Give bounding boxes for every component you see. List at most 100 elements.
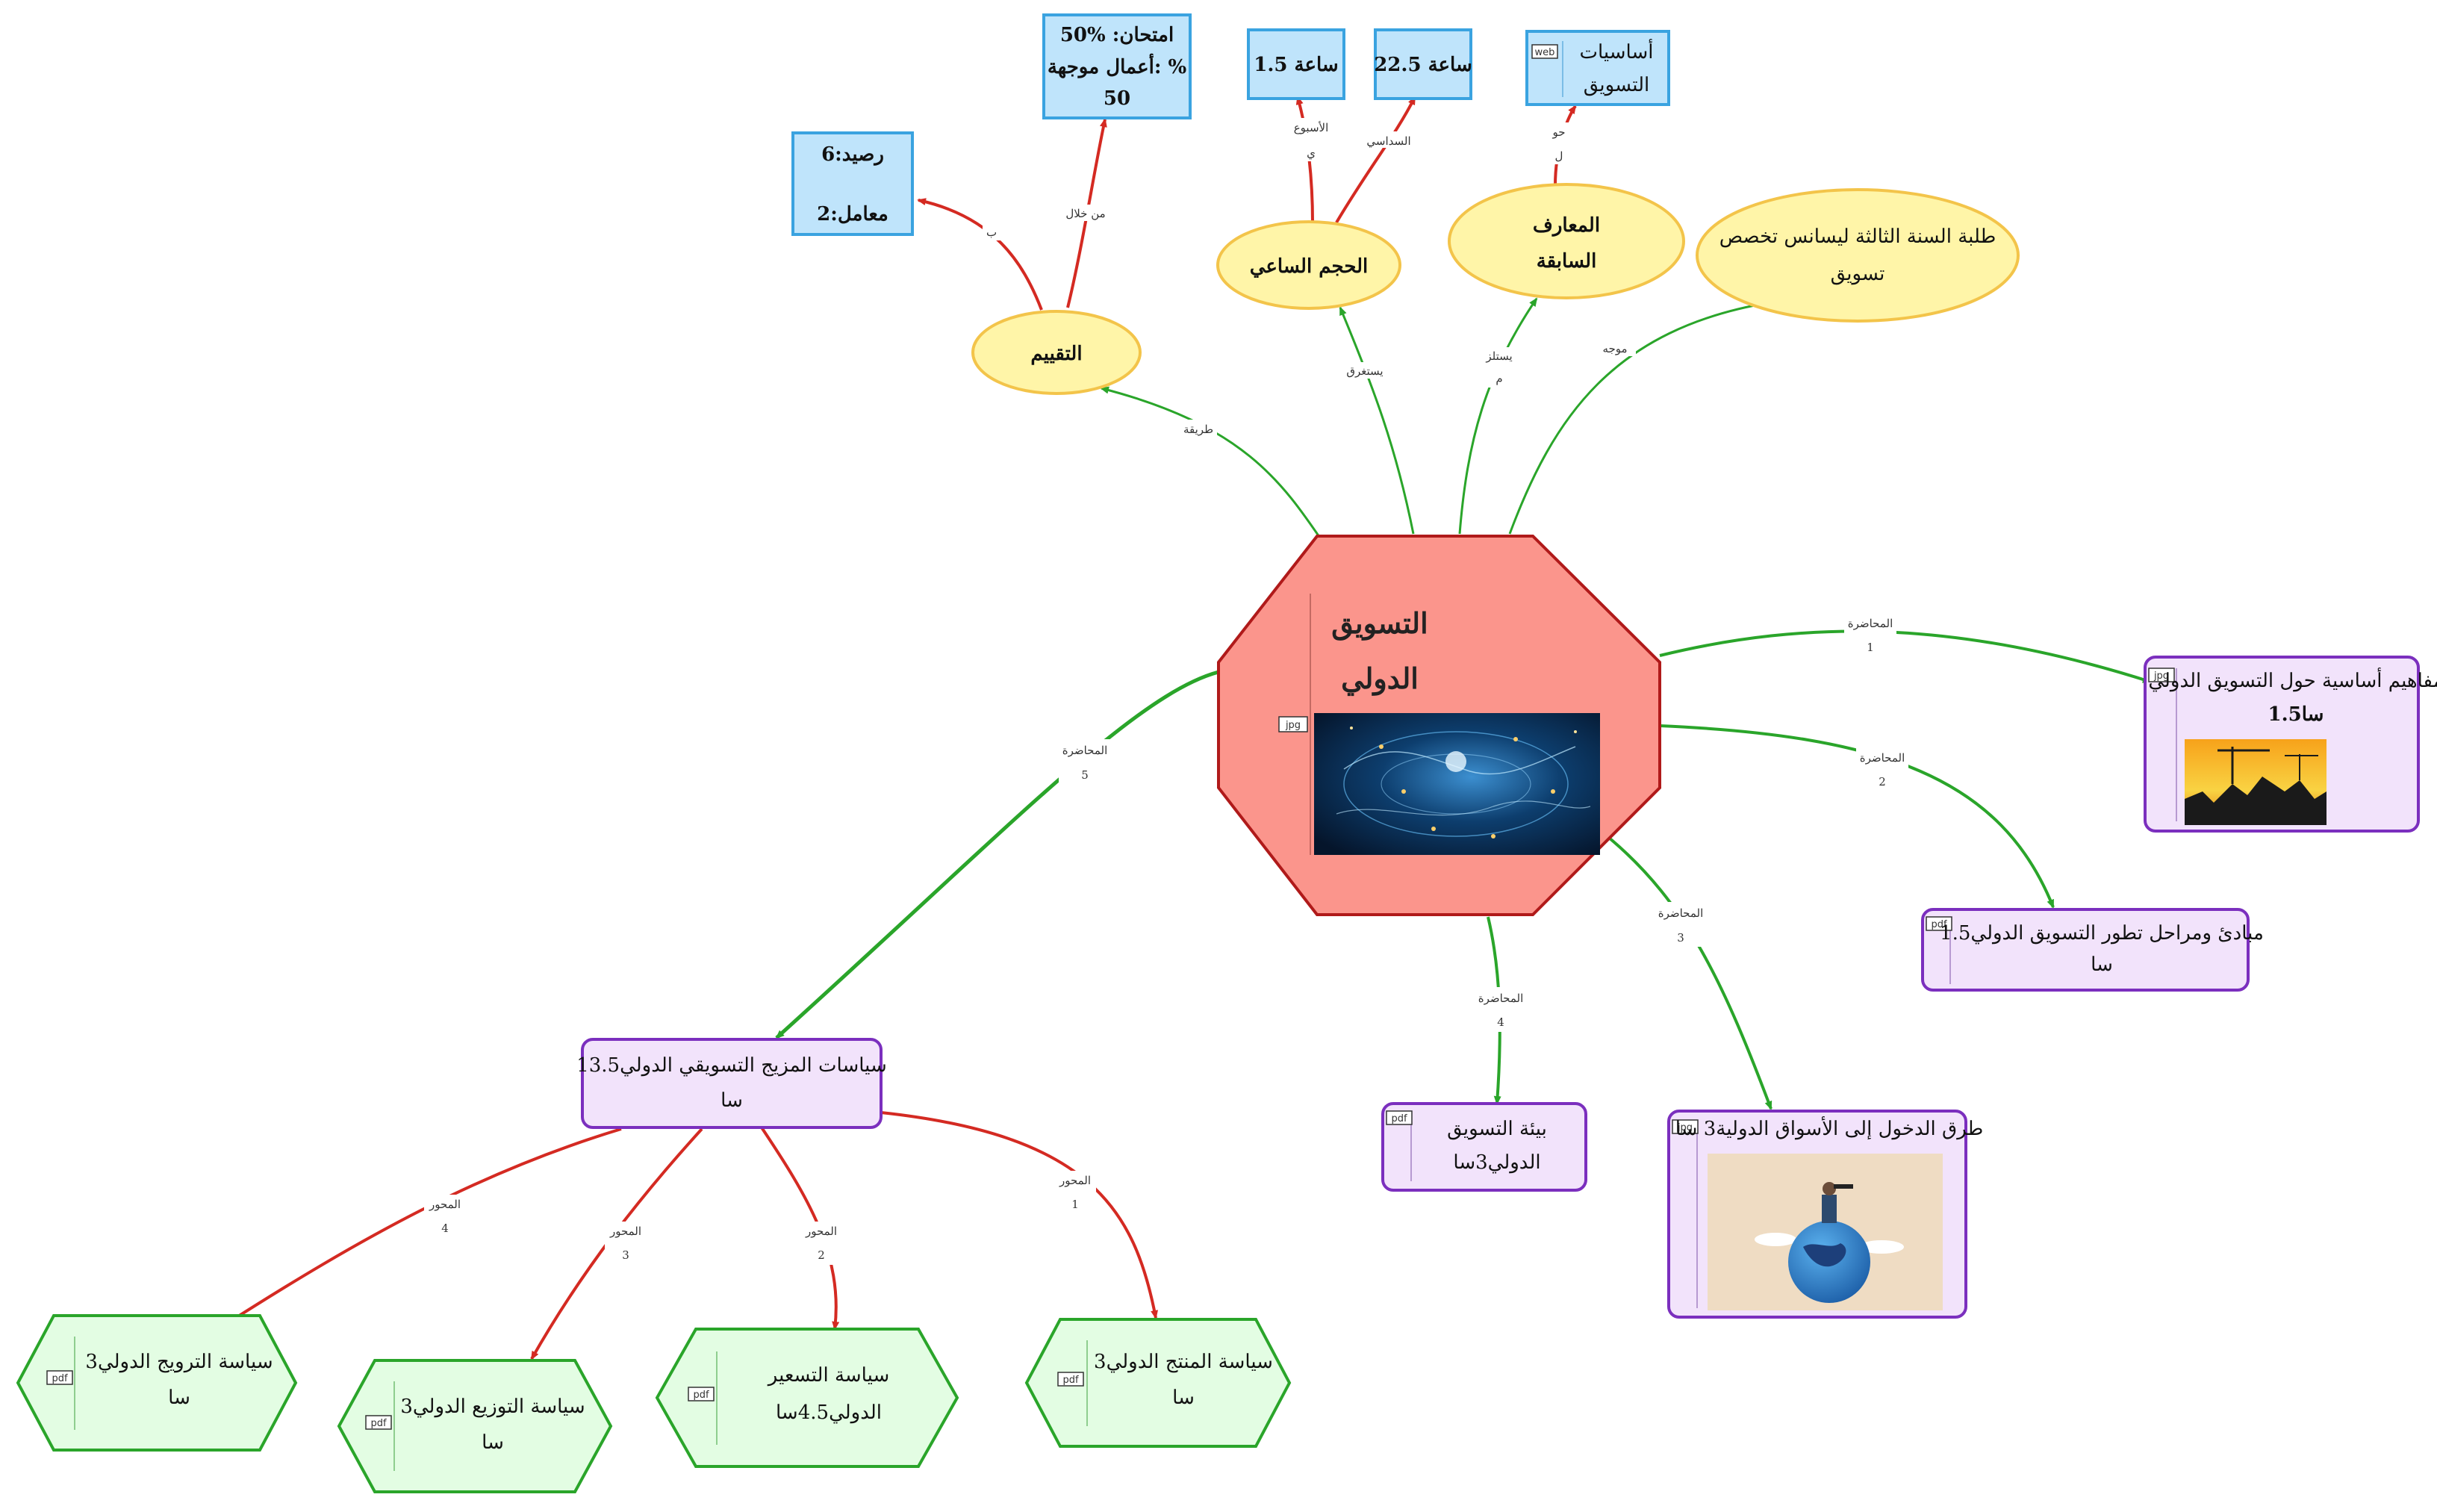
node-exam[interactable]: امتحان: %50 أعمال موجهة: % 50	[1042, 13, 1192, 119]
node-lecture5-line1: سياسات المزيج التسويقي الدولي13.5	[576, 1054, 887, 1077]
node-hours-label: الحجم الساعي	[1250, 255, 1369, 278]
node-lecture4-line2: الدولي3سا	[1453, 1151, 1540, 1174]
node-lecture5-line2: سا	[720, 1089, 743, 1112]
svg-text:pdf: pdf	[52, 1373, 68, 1384]
center-node[interactable]: التسويق الدولي jpg	[1217, 535, 1661, 916]
node-evaluation[interactable]: التقييم	[971, 310, 1142, 395]
node-weekly-label: ساعة 1.5	[1254, 54, 1338, 76]
node-lecture1[interactable]: jpg مفاهيم أساسية حول التسويق الدولي 1.5…	[2144, 656, 2437, 833]
edge-center-evaluation	[1100, 386, 1329, 550]
node-lecture3[interactable]: jpg طرق الدخول إلى الأسواق الدولية3 سا	[1667, 1110, 1984, 1319]
node-lecture2[interactable]: pdf مبادئ ومراحل تطور التسويق الدولي1.5 …	[1921, 908, 2264, 992]
edge-center-lecture2	[1659, 724, 2055, 909]
axis3-tag[interactable]	[365, 1415, 392, 1430]
edge-label-lecture1-2: 1	[1867, 641, 1874, 654]
node-weekly[interactable]: ساعة 1.5	[1247, 28, 1345, 100]
node-audience-line1: طلبة السنة الثالثة ليسانس تخصص	[1719, 225, 1996, 248]
node-lecture3-line1: طرق الدخول إلى الأسواق الدولية3 سا	[1675, 1116, 1984, 1140]
edge-labels: طريقة يستغرق يستلز م موجه من خلال ب الأس…	[424, 118, 1908, 1265]
edge-center-prior	[1458, 297, 1538, 535]
node-axis1-line1: سياسة المنتج الدولي3	[1094, 1351, 1273, 1373]
center-title-line1: التسويق	[1331, 606, 1428, 641]
svg-text:pdf: pdf	[1931, 919, 1947, 930]
node-axis1[interactable]: pdf سياسة المنتج الدولي3 سا	[1024, 1318, 1292, 1448]
node-axis3-line1: سياسة التوزيع الدولي3	[400, 1396, 585, 1418]
edge-label-b: ب	[986, 225, 997, 239]
edge-label-lecture3-2: 3	[1677, 931, 1684, 945]
node-credits[interactable]: رصيد:6 معامل:2	[791, 131, 914, 236]
node-axis2[interactable]: pdf سياسة التسعير الدولي4.5سا	[655, 1328, 959, 1468]
svg-text:pdf: pdf	[1062, 1375, 1079, 1386]
edge-lecture5-axis4	[222, 1127, 622, 1327]
node-credits-line1: رصيد:6	[821, 143, 884, 166]
edge-label-axis4-2: 4	[441, 1222, 449, 1235]
lecture4-tag[interactable]	[1386, 1110, 1413, 1125]
node-semester-label: ساعة 22.5	[1374, 54, 1472, 76]
node-lecture2-line2: سا	[2091, 953, 2113, 976]
edge-label-lecture4-1: المحاضرة	[1478, 992, 1524, 1005]
node-prior-line2: السابقة	[1537, 250, 1597, 273]
center-title-line2: الدولي	[1341, 662, 1419, 696]
axis4-tag[interactable]	[46, 1370, 73, 1385]
node-lecture2-line1: مبادئ ومراحل تطور التسويق الدولي1.5	[1940, 922, 2264, 945]
edge-label-axis1-1: المحور	[1059, 1174, 1091, 1187]
edge-label-axis1-2: 1	[1071, 1198, 1079, 1211]
node-audience[interactable]: طلبة السنة الثالثة ليسانس تخصص تسويق	[1696, 188, 2020, 323]
svg-text:jpg: jpg	[1285, 720, 1301, 731]
edge-label-weekly-2: ي	[1307, 146, 1316, 160]
edge-label-semester: السداسي	[1366, 134, 1410, 148]
axis2-tag[interactable]	[688, 1387, 715, 1401]
node-basics[interactable]: web أساسيات التسويق	[1525, 30, 1670, 106]
lecture2-tag[interactable]	[1926, 916, 1952, 931]
edge-label-lecture5-1: المحاضرة	[1062, 744, 1108, 757]
node-prior-line1: المعارف	[1533, 214, 1600, 237]
svg-text:pdf: pdf	[1391, 1113, 1407, 1124]
edge-label-requires-2: م	[1495, 372, 1502, 385]
node-axis4[interactable]: pdf سياسة الترويج الدولي3 سا	[16, 1314, 298, 1452]
lecture1-tag[interactable]	[2148, 668, 2175, 682]
node-axis3-line2: سا	[482, 1431, 504, 1454]
node-axis4-line2: سا	[168, 1387, 190, 1409]
edge-label-axis4-1: المحور	[429, 1198, 461, 1211]
lecture3-tag[interactable]	[1672, 1119, 1699, 1134]
svg-text:pdf: pdf	[370, 1418, 387, 1429]
attachment-tag[interactable]: jpg	[1278, 716, 1308, 732]
node-prior[interactable]: المعارف السابقة	[1448, 183, 1685, 299]
edge-label-axis3-2: 3	[622, 1248, 629, 1262]
node-lecture4[interactable]: pdf بيئة التسويق الدولي3سا	[1381, 1102, 1587, 1192]
edge-center-lecture1	[1659, 629, 2152, 683]
node-basics-line1: أساسيات	[1580, 38, 1654, 63]
edge-label-consumes: يستغرق	[1346, 364, 1383, 378]
node-exam-line1: امتحان: %50	[1060, 24, 1174, 46]
edge-label-lecture3-1: المحاضرة	[1658, 906, 1704, 920]
node-semester[interactable]: ساعة 22.5	[1374, 28, 1472, 100]
edge-label-method: طريقة	[1183, 423, 1213, 436]
node-exam-line2: أعمال موجهة: %	[1048, 53, 1187, 78]
node-evaluation-label: التقييم	[1030, 343, 1082, 365]
axis1-tag[interactable]	[1057, 1372, 1084, 1387]
basics-tag[interactable]	[1531, 44, 1558, 59]
edge-center-lecture3	[1607, 836, 1772, 1110]
node-axis3[interactable]: pdf سياسة التوزيع الدولي3 سا	[337, 1359, 613, 1493]
node-exam-line3: 50	[1104, 87, 1130, 110]
node-hours[interactable]: الحجم الساعي	[1216, 220, 1401, 310]
edge-label-lecture5-2: 5	[1081, 768, 1089, 782]
edge-hours-semester	[1335, 96, 1416, 224]
edge-evaluation-credits	[917, 198, 1043, 311]
node-lecture1-line2: 1.5سا	[2268, 703, 2324, 726]
node-basics-line2: التسويق	[1584, 74, 1650, 96]
edge-center-lecture5	[775, 670, 1219, 1039]
edge-label-requires-1: يستلز	[1485, 349, 1512, 363]
edge-label-directed: موجه	[1602, 342, 1627, 355]
node-credits-line2: معامل:2	[817, 203, 888, 225]
node-axis2-line1: سياسة التسعير	[767, 1364, 889, 1387]
node-lecture5[interactable]: سياسات المزيج التسويقي الدولي13.5 سا	[576, 1038, 887, 1129]
edge-label-axis2-2: 2	[818, 1248, 825, 1262]
svg-text:web: web	[1535, 47, 1555, 58]
edge-label-about-2: ل	[1555, 149, 1563, 163]
edge-label-axis2-1: المحور	[805, 1225, 837, 1238]
edge-lecture5-axis1	[880, 1111, 1159, 1319]
edge-center-audience	[1508, 299, 1772, 535]
